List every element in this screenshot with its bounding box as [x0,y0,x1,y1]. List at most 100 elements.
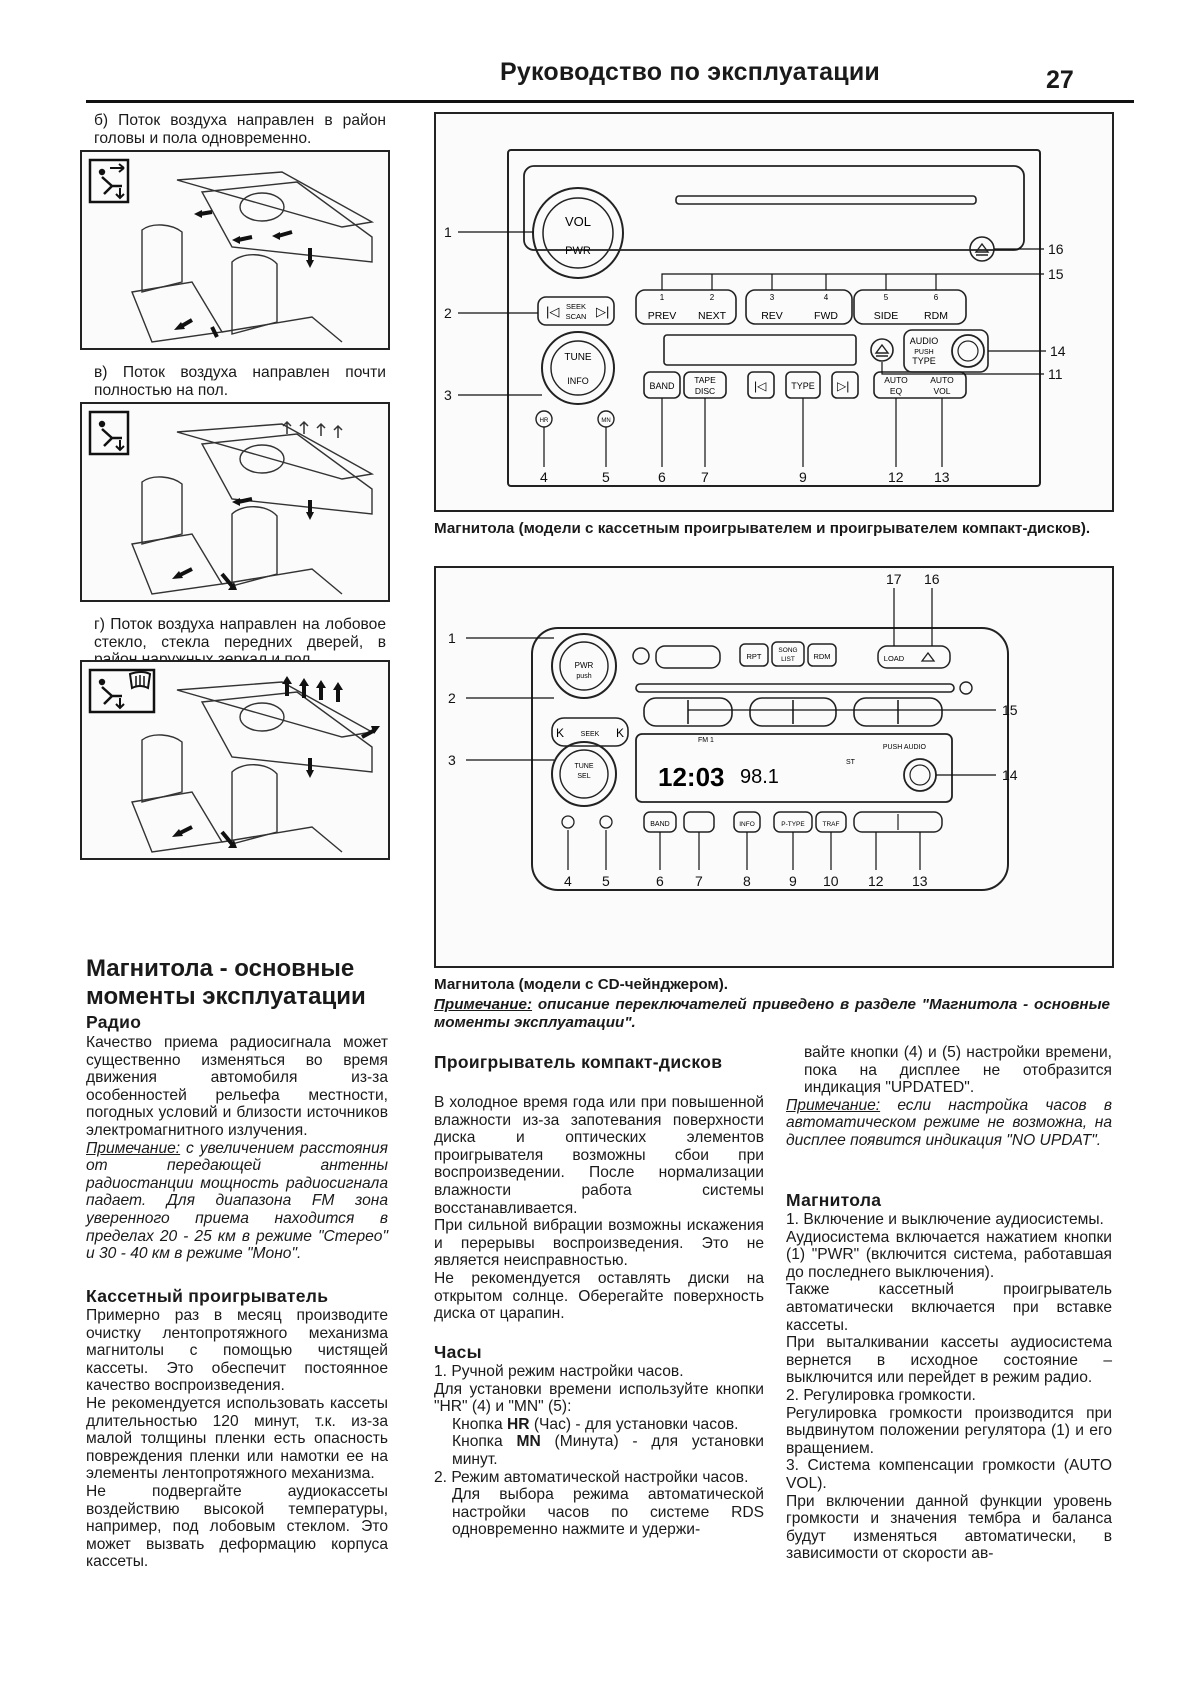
airflow-figure-g [80,660,390,860]
svg-text:P-TYPE: P-TYPE [781,821,805,828]
svg-text:13: 13 [934,469,950,485]
svg-text:RDM: RDM [813,652,830,661]
airflow-floor-icon [88,410,130,456]
svg-text:TUNE: TUNE [574,763,593,770]
svg-text:|◁: |◁ [754,379,766,393]
svg-text:TYPE: TYPE [791,381,815,391]
svg-text:12: 12 [868,873,884,889]
svg-text:14: 14 [1050,343,1066,359]
radio-paragraph: Также кассетный проигрыватель автоматиче… [786,1281,1112,1334]
cd-text: В холодное время года или при повышенной… [434,1094,764,1323]
svg-text:NEXT: NEXT [698,310,727,322]
radio-paragraph: 2. Регулировка громкости. [786,1386,976,1404]
svg-text:17: 17 [886,571,902,587]
radio-heading: Радио [86,1012,142,1032]
svg-text:PWR: PWR [575,661,594,670]
svg-text:9: 9 [789,873,797,889]
svg-text:1: 1 [660,293,665,302]
svg-text:15: 15 [1048,266,1064,282]
radio2-caption: Магнитола (модели с CD-чейнджером). [434,976,728,993]
svg-text:PUSH AUDIO: PUSH AUDIO [883,744,927,751]
svg-text:HR: HR [540,418,549,424]
svg-text:SEEK: SEEK [581,731,600,738]
svg-text:11: 11 [1048,366,1063,382]
indicator-led [632,647,650,665]
svg-text:15: 15 [1002,702,1018,718]
section-title: Магнитола - основные моменты эксплуатаци… [86,955,366,1010]
radio-text: Качество приема радиосигнала может сущес… [86,1034,388,1263]
svg-text:PUSH: PUSH [914,349,933,356]
rdm-button [807,643,837,667]
radio-diagram: VOL PWR |◁ SEEK SCAN ▷| 1 PREV 2 NEXT 3 … [444,149,1066,487]
clock-paragraph: 1. Ручной режим настройки часов. [434,1363,684,1380]
svg-text:7: 7 [695,873,703,889]
radio-figure-cd-changer: RPT SONG LIST RDM LOAD PWR push K SEEK K… [434,566,1114,968]
radio-housing [531,627,1009,891]
svg-text:TYPE: TYPE [912,356,936,366]
radio-note: Примечание: с увеличением расстояния от … [86,1140,388,1263]
display-time: 12:03 [658,762,725,792]
svg-text:2: 2 [710,293,715,302]
eject-icon [920,651,936,662]
svg-text:LIST: LIST [781,656,795,663]
clock-note: Примечание: если настройка часов в автом… [786,1097,1112,1150]
svg-text:INFO: INFO [567,376,589,386]
svg-text:DISC: DISC [695,386,715,396]
power-volume-knob [532,187,624,279]
audio-knob [951,334,985,368]
svg-text:3: 3 [444,387,452,403]
svg-text:6: 6 [934,293,939,302]
cassette-text: Примерно раз в месяц производите очистку… [86,1307,388,1571]
radio-paragraph: 1. Включение и выключение аудиосистемы. [786,1211,1104,1228]
clock-hr-item: Кнопка HR (Час) - для установки часов. [452,1415,739,1433]
svg-text:5: 5 [884,293,889,302]
radio-operation-text: 1. Включение и выключение аудиосистемы. … [786,1211,1112,1563]
clock-mn-item: Кнопка MN (Минута) - для установки минут… [452,1433,765,1468]
cd-paragraph: Не рекомендуется оставлять диски на откр… [434,1269,764,1323]
svg-text:K: K [616,726,624,740]
svg-text:16: 16 [924,571,940,587]
eject-cd-button [969,236,995,262]
clock-continued: вайте кнопки (4) и (5) настройки времени… [804,1044,1112,1097]
airflow-defrost-floor-icon [88,668,156,714]
pwr-label: PWR [565,245,591,257]
svg-text:LOAD: LOAD [884,654,905,663]
svg-text:TRAF: TRAF [823,821,840,828]
next-track-button [831,371,859,399]
radio2-note: Примечание: описание переключателей прив… [434,996,1110,1032]
clock-paragraph: 2. Режим автоматической настройки часов. [434,1468,749,1486]
tone-buttons [853,811,943,833]
radio-operation-heading: Магнитола [786,1190,882,1210]
car-interior-illustration [88,410,375,595]
clock-heading: Часы [434,1342,482,1362]
svg-text:RPT: RPT [747,652,762,661]
page-title: Руководство по эксплуатации [500,58,880,86]
svg-text:2: 2 [448,690,456,706]
radio-paragraph: 3. Система компенсации громкости (AUTO V… [786,1457,1112,1492]
svg-text:SONG: SONG [778,647,797,654]
airflow-figure-b [80,150,390,350]
svg-text:REV: REV [761,310,783,322]
svg-text:2: 2 [444,305,452,321]
seek-track-button [655,645,721,669]
cd-heading: Проигрыватель компакт-дисков [434,1052,723,1072]
svg-text:4: 4 [564,873,572,889]
radio-paragraph: При включении данной функции уровень гро… [786,1492,1112,1563]
svg-text:3: 3 [448,752,456,768]
svg-text:AUTO: AUTO [930,375,954,385]
svg-text:TAPE: TAPE [694,375,716,385]
cd-paragraph: В холодное время года или при повышенной… [434,1094,764,1217]
svg-text:1: 1 [448,630,456,646]
svg-text:7: 7 [701,469,709,485]
svg-text:5: 5 [602,873,610,889]
cassette-paragraph: Не подвергайте аудиокассеты воздействию … [86,1482,388,1571]
auto-eq-vol-button [873,371,967,399]
preset-buttons: 1 PREV 2 NEXT 3 REV 4 FWD 5 SIDE 6 RDM [635,289,967,325]
radio1-caption: Магнитола (модели с кассетным проигрыват… [434,520,1091,537]
clock-paragraph: Для выбора режима автоматической настрой… [452,1486,764,1539]
cassette-heading: Кассетный проигрыватель [86,1286,329,1306]
clock-paragraph: Для установки времени используйте кнопки… [434,1380,764,1416]
svg-text:3: 3 [770,293,775,302]
note-text: с увеличением расстояния от передающей а… [86,1139,388,1263]
radio-paragraph: Регулировка громкости производится при в… [786,1404,1112,1457]
